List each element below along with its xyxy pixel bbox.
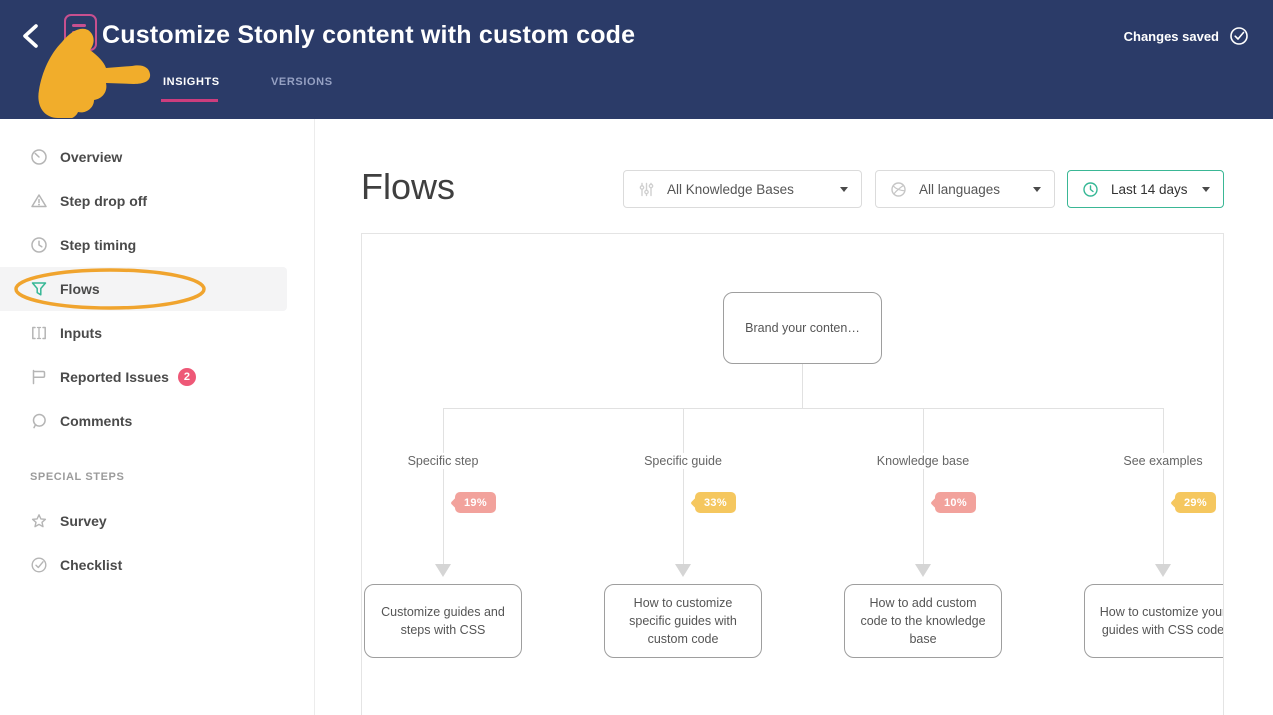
sidebar-item-label: Flows xyxy=(60,281,100,297)
sidebar-item-reported-issues[interactable]: Reported Issues 2 xyxy=(0,355,287,399)
app-header: Customize Stonly content with custom cod… xyxy=(0,0,1273,119)
guide-icon xyxy=(64,14,97,51)
date-range-filter[interactable]: Last 14 days xyxy=(1067,170,1224,208)
connector-line xyxy=(923,408,924,564)
chevron-down-icon xyxy=(1202,186,1210,192)
check-circle-icon xyxy=(31,557,47,573)
chevron-down-icon xyxy=(840,186,848,192)
tab-insights[interactable]: INSIGHTS xyxy=(163,76,220,88)
tab-versions[interactable]: VERSIONS xyxy=(271,76,333,88)
clock-icon xyxy=(31,237,47,253)
sidebar-item-label: Inputs xyxy=(60,325,102,341)
changes-saved-status: Changes saved xyxy=(1124,26,1249,46)
warning-triangle-icon xyxy=(31,194,47,208)
sidebar-item-label: Survey xyxy=(60,513,107,529)
check-circle-icon xyxy=(1230,27,1248,45)
sidebar-item-checklist[interactable]: Checklist xyxy=(0,543,287,587)
branch-label: See examples xyxy=(1117,453,1209,469)
knowledge-base-filter[interactable]: All Knowledge Bases xyxy=(623,170,862,208)
branch-label: Specific guide xyxy=(638,453,728,469)
flow-root-node[interactable]: Brand your conten… xyxy=(723,292,882,364)
insights-sidebar: Overview Step drop off Step timing Flows xyxy=(0,119,315,715)
flow-leaf-node[interactable]: How to customize specific guides with cu… xyxy=(604,584,762,658)
sidebar-item-survey[interactable]: Survey xyxy=(0,499,287,543)
language-filter[interactable]: All languages xyxy=(875,170,1055,208)
sidebar-item-label: Step drop off xyxy=(60,193,148,209)
percent-badge: 19% xyxy=(455,492,496,513)
globe-icon xyxy=(891,181,906,197)
back-icon[interactable] xyxy=(18,22,44,50)
sidebar-item-label: Reported Issues xyxy=(60,369,169,385)
sidebar-special-nav: Survey Checklist xyxy=(0,483,314,587)
sidebar-item-label: Checklist xyxy=(60,557,123,573)
page-title: Customize Stonly content with custom cod… xyxy=(102,21,636,49)
sidebar-item-label: Comments xyxy=(60,413,133,429)
knowledge-base-filter-value: All Knowledge Bases xyxy=(667,181,794,197)
active-tab-underline xyxy=(161,99,218,102)
sidebar-item-label: Overview xyxy=(60,149,123,165)
sidebar-item-comments[interactable]: Comments xyxy=(0,399,287,443)
reported-issues-badge: 2 xyxy=(177,368,196,386)
flow-leaf-node[interactable]: How to add custom code to the knowledge … xyxy=(844,584,1002,658)
speech-bubble-icon xyxy=(32,413,46,429)
flow-leaf-node[interactable]: How to customize your guides with CSS co… xyxy=(1084,584,1223,658)
sidebar-item-step-timing[interactable]: Step timing xyxy=(0,223,287,267)
sidebar-nav: Overview Step drop off Step timing Flows xyxy=(0,119,314,443)
arrow-down-icon xyxy=(675,564,691,577)
date-range-filter-value: Last 14 days xyxy=(1111,181,1188,197)
input-brackets-icon xyxy=(32,326,46,340)
sidebar-item-inputs[interactable]: Inputs xyxy=(0,311,287,355)
flows-diagram-panel: Brand your conten… Specific step Specifi… xyxy=(361,233,1224,715)
star-icon xyxy=(31,514,47,528)
connector-line xyxy=(683,408,684,564)
sidebar-item-flows[interactable]: Flows xyxy=(0,267,287,311)
arrow-down-icon xyxy=(435,564,451,577)
percent-badge: 33% xyxy=(695,492,736,513)
flows-heading: Flows xyxy=(361,166,456,207)
chevron-down-icon xyxy=(1033,186,1041,192)
connector-line xyxy=(1163,408,1164,564)
percent-badge: 29% xyxy=(1175,492,1216,513)
connector-line xyxy=(443,408,1163,409)
funnel-icon xyxy=(31,282,47,296)
flag-icon xyxy=(32,369,46,385)
flow-leaf-node[interactable]: Customize guides and steps with CSS xyxy=(364,584,522,658)
gauge-icon xyxy=(31,149,47,165)
branch-label: Knowledge base xyxy=(870,453,976,469)
status-text: Changes saved xyxy=(1123,28,1219,44)
arrow-down-icon xyxy=(1155,564,1171,577)
tab-editor[interactable]: EDITOR xyxy=(55,76,100,88)
connector-line xyxy=(443,408,444,564)
sidebar-item-step-drop-off[interactable]: Step drop off xyxy=(0,179,287,223)
connector-line xyxy=(802,364,803,408)
sidebar-item-overview[interactable]: Overview xyxy=(0,135,287,179)
sidebar-item-label: Step timing xyxy=(60,237,137,253)
language-filter-value: All languages xyxy=(919,181,1001,197)
branch-label: Specific step xyxy=(401,453,485,469)
special-steps-section-label: SPECIAL STEPS xyxy=(30,471,125,483)
arrow-down-icon xyxy=(915,564,931,577)
clock-icon xyxy=(1083,181,1098,197)
percent-badge: 10% xyxy=(935,492,976,513)
sliders-icon xyxy=(639,182,654,196)
